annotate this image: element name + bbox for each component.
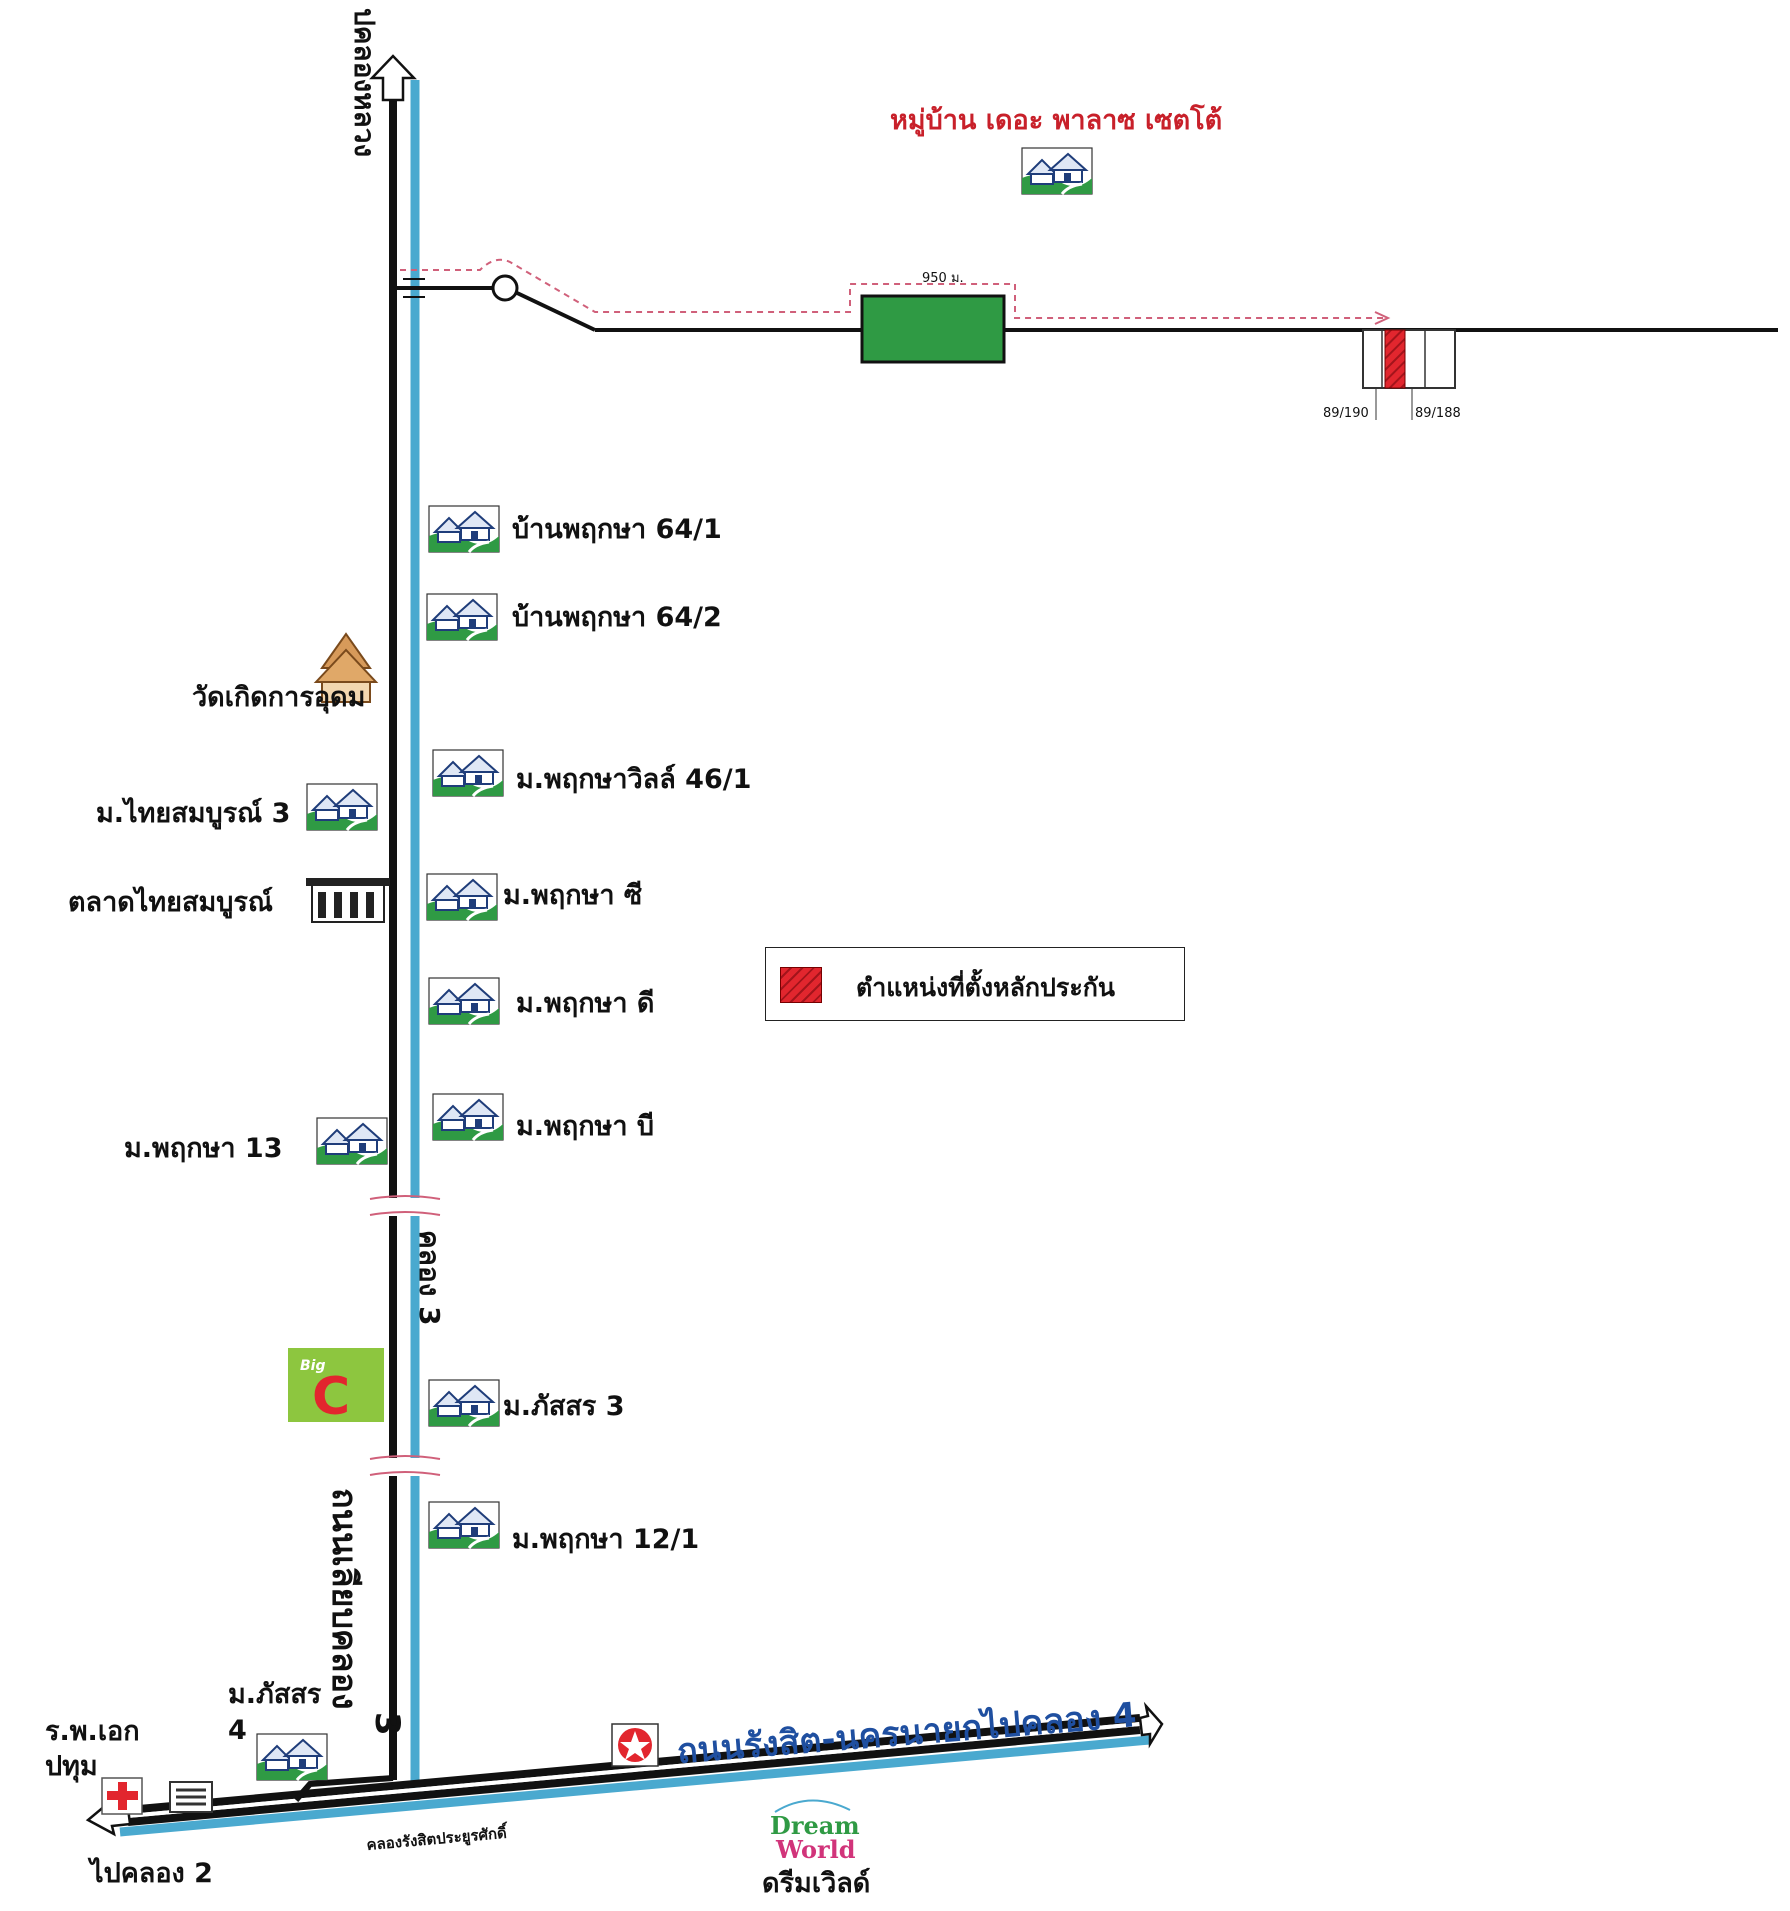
phatsorn-4-label-line2: 4 xyxy=(228,1715,247,1746)
road-break-2 xyxy=(369,1455,441,1476)
place-east-4: ม.พฤกษา ซี xyxy=(503,880,642,911)
house-icon xyxy=(427,1378,501,1428)
main-road-label: ถนนเลียบคลอง xyxy=(324,1488,364,1710)
highway-rangsit-nakhonnayok xyxy=(119,1714,1151,1837)
house-icon xyxy=(1020,146,1094,196)
house-icon xyxy=(431,748,505,798)
dreamworld-logo-line1: Dream xyxy=(770,1811,860,1840)
west-direction-label: ไปคลอง 2 xyxy=(87,1857,213,1889)
road-break-1 xyxy=(369,1195,441,1216)
place-east-3: ม.พฤกษาวิลล์ 46/1 xyxy=(516,763,751,795)
destination-label: หมู่บ้าน เดอะ พาลาซ เซตโต้ xyxy=(890,103,1222,137)
place-east-7: ม.ภัสสร 3 xyxy=(503,1391,625,1422)
legend-label: ตำแหน่งที่ตั้งหลักประกัน xyxy=(856,973,1115,1002)
plot-number-left: 89/190 xyxy=(1323,406,1369,421)
place-east-6: ม.พฤกษา บี xyxy=(516,1111,654,1142)
dreamworld-logo-line2: World xyxy=(775,1835,856,1864)
house-icon xyxy=(431,1092,505,1142)
house-icon xyxy=(425,592,499,642)
north-direction-label: ปคลองหลวง xyxy=(348,8,381,157)
place-east-2: บ้านพฤกษา 64/2 xyxy=(512,602,722,633)
arrow-right-icon xyxy=(1138,1701,1164,1749)
house-icon xyxy=(255,1732,329,1782)
target-plots xyxy=(1362,329,1456,420)
bigc-top-text: Big xyxy=(300,1358,326,1374)
place-east-5: ม.พฤกษา ดี xyxy=(516,988,654,1019)
place-east-1: บ้านพฤกษา 64/1 xyxy=(512,514,722,545)
house-icon xyxy=(315,1116,389,1166)
legend-swatch-red xyxy=(780,967,822,1003)
side-road-east xyxy=(393,274,1778,332)
dreamworld-label: ดรีมเวิลด์ xyxy=(762,1867,870,1899)
arrow-up-icon xyxy=(369,54,417,102)
temple-label: วัดเกิดการอุดม xyxy=(192,682,365,714)
green-landmark-box xyxy=(860,294,1006,364)
market-label: ตลาดไทยสมบูรณ์ xyxy=(68,886,273,919)
market-icon xyxy=(306,878,390,923)
hospital-icon xyxy=(101,1777,143,1815)
house-icon xyxy=(427,1500,501,1550)
dreamworld-logo: Dream World xyxy=(770,1799,860,1864)
canal-south-label: คลองรังสิตประยูรศักดิ์ xyxy=(366,1821,510,1855)
phatsorn-4-label-line1: ม.ภัสสร xyxy=(228,1679,322,1710)
canal-label: คลอง 3 xyxy=(413,1230,446,1326)
plot-number-right: 89/188 xyxy=(1415,406,1461,421)
bigc-letter: C xyxy=(312,1367,350,1427)
distance-label: 950 ม. xyxy=(922,271,964,286)
house-icon xyxy=(305,782,379,832)
house-icon xyxy=(425,872,499,922)
building-icon xyxy=(169,1781,213,1813)
route-dashed-line xyxy=(400,258,1391,325)
hospital-label-line1: ร.พ.เอก xyxy=(45,1716,140,1747)
gas-station-icon xyxy=(611,1723,659,1767)
house-icon xyxy=(427,976,501,1026)
bigc-logo: Big C xyxy=(288,1348,384,1427)
hospital-label-line2: ปทุม xyxy=(45,1751,98,1783)
village-thaisomboon-label: ม.ไทยสมบูรณ์ 3 xyxy=(96,797,290,830)
legend: ตำแหน่งที่ตั้งหลักประกัน xyxy=(765,947,1185,1021)
main-road-number: 3 xyxy=(367,1712,407,1736)
place-east-8: ม.พฤกษา 12/1 xyxy=(512,1524,699,1555)
house-icon xyxy=(427,504,501,554)
village-13-label: ม.พฤกษา 13 xyxy=(124,1133,282,1164)
temple-icon xyxy=(313,632,379,703)
